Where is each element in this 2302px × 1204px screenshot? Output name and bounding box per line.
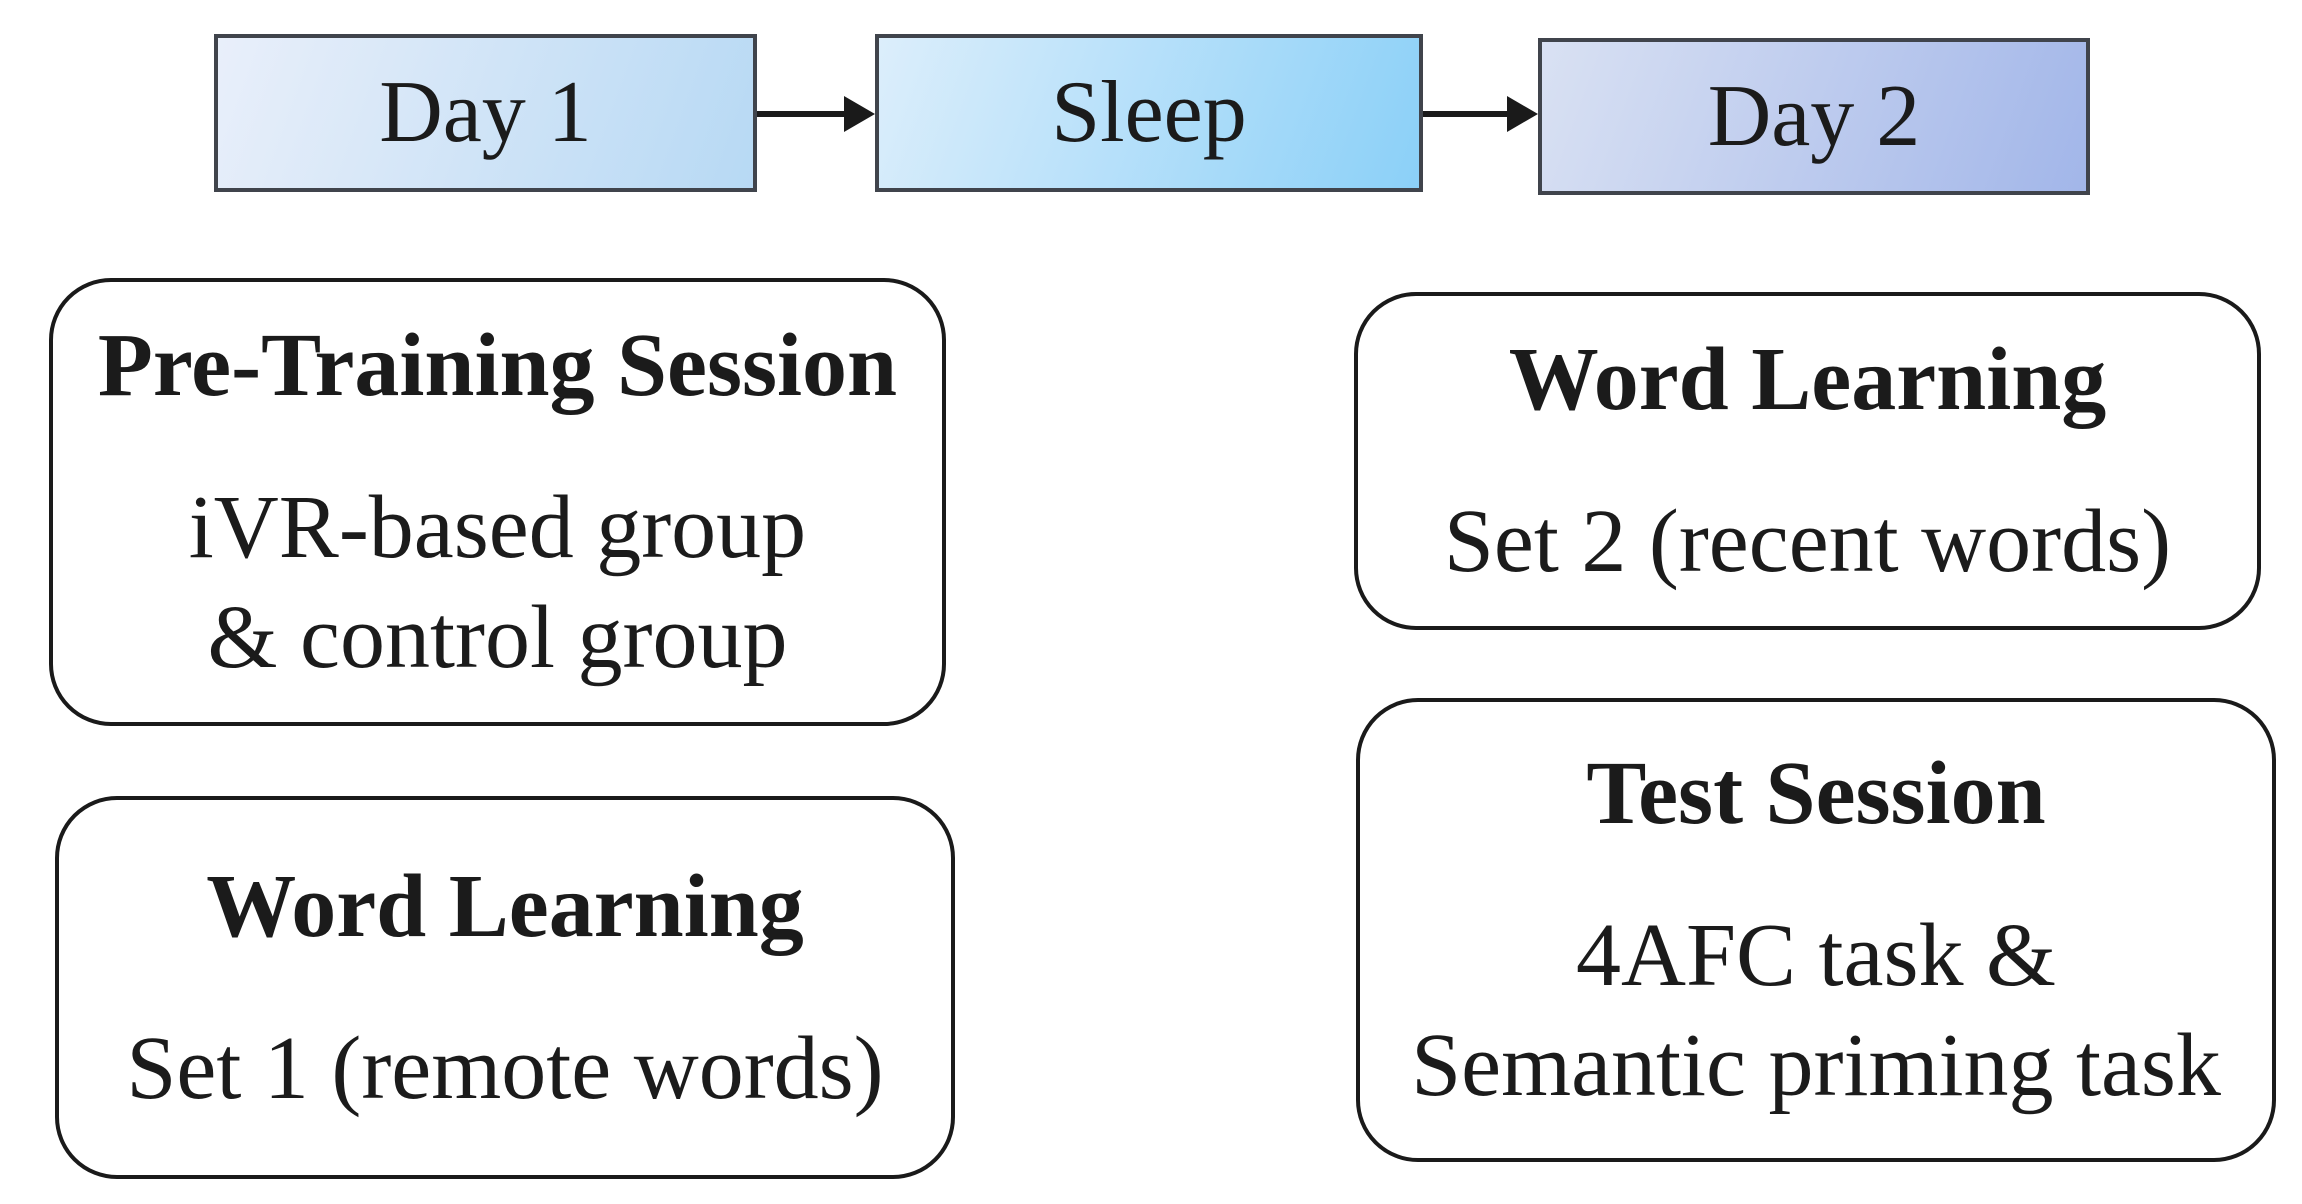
timeline-label-day1: Day 1 bbox=[379, 64, 592, 161]
test-session-box: Test Session 4AFC task & Semantic primin… bbox=[1356, 698, 2276, 1162]
timeline-box-day1: Day 1 bbox=[214, 34, 757, 192]
word-learning-day1-box: Word Learning Set 1 (remote words) bbox=[55, 796, 955, 1179]
word-learning-day2-title: Word Learning bbox=[1508, 330, 2107, 430]
word-learning-day1-line: Set 1 (remote words) bbox=[126, 1018, 884, 1118]
arrow-right-icon bbox=[1423, 94, 1538, 134]
timeline-label-sleep: Sleep bbox=[1051, 64, 1247, 161]
word-learning-day2-box: Word Learning Set 2 (recent words) bbox=[1354, 292, 2261, 630]
arrow-shaft bbox=[1423, 111, 1512, 117]
arrow-shaft bbox=[757, 111, 849, 117]
timeline-box-day2: Day 2 bbox=[1538, 38, 2090, 195]
word-learning-day1-title: Word Learning bbox=[206, 856, 804, 956]
pre-training-session-line: iVR-based group bbox=[188, 478, 807, 578]
test-session-line: 4AFC task & bbox=[1575, 906, 2057, 1006]
arrow-head bbox=[1507, 96, 1538, 132]
pre-training-session-title: Pre-Training Session bbox=[97, 316, 898, 416]
pre-training-session-box: Pre-Training Session iVR-based group & c… bbox=[49, 278, 946, 726]
test-session-title: Test Session bbox=[1586, 744, 2046, 844]
timeline-box-sleep: Sleep bbox=[875, 34, 1423, 192]
test-session-line: Semantic priming task bbox=[1411, 1015, 2221, 1115]
arrow-head bbox=[844, 96, 875, 132]
timeline-label-day2: Day 2 bbox=[1707, 67, 1921, 165]
word-learning-day2-line: Set 2 (recent words) bbox=[1443, 492, 2172, 591]
arrow-right-icon bbox=[757, 94, 875, 134]
pre-training-session-line: & control group bbox=[207, 587, 788, 687]
